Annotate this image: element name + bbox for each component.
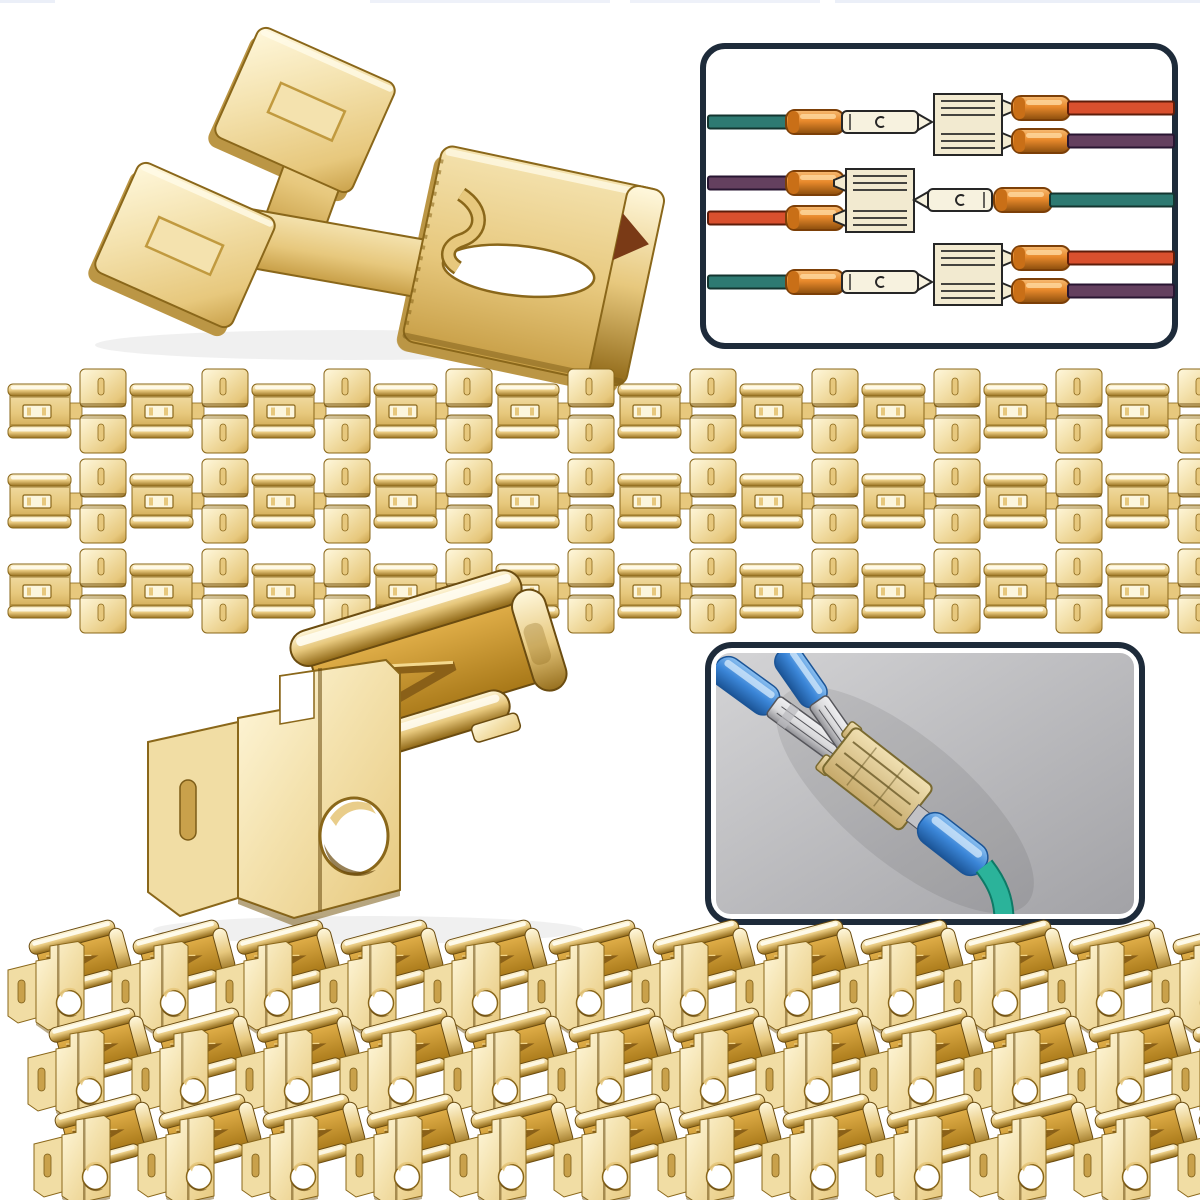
flat-terminal-grid bbox=[7, 368, 1200, 634]
flat-terminal-unit bbox=[861, 458, 981, 544]
flat-terminal-unit bbox=[861, 368, 981, 454]
flat-terminal-unit bbox=[617, 368, 737, 454]
hero1-tab-upper bbox=[214, 26, 396, 194]
male-spade-terminal bbox=[841, 110, 935, 134]
flat-terminal-unit bbox=[129, 368, 249, 454]
flat-terminal-unit bbox=[7, 368, 127, 454]
orange-crimp bbox=[785, 170, 845, 196]
flat-terminal-unit bbox=[251, 368, 371, 454]
flat-terminal-unit bbox=[1105, 548, 1200, 634]
purple-wire bbox=[1067, 133, 1175, 149]
flat-terminal-unit bbox=[7, 548, 127, 634]
male-spade-terminal bbox=[841, 270, 935, 294]
flat-terminal-unit bbox=[1105, 458, 1200, 544]
piggyback-block bbox=[845, 168, 915, 233]
wiring-row bbox=[707, 168, 1175, 233]
blue-crimp-terminal-1 bbox=[716, 655, 854, 769]
red-wire bbox=[707, 210, 789, 226]
purple-wire bbox=[707, 175, 789, 191]
piggyback-block bbox=[933, 93, 1003, 156]
wiring-row bbox=[707, 93, 1175, 156]
product-photo-angled-clip-terminal bbox=[147, 569, 583, 944]
flat-terminal-unit bbox=[983, 548, 1103, 634]
red-wire bbox=[1067, 100, 1175, 116]
orange-crimp bbox=[1011, 95, 1071, 121]
purple-wire bbox=[1067, 283, 1175, 299]
flat-terminal-unit bbox=[739, 548, 859, 634]
flat-terminal-unit bbox=[373, 458, 493, 544]
wiring-row bbox=[707, 243, 1175, 306]
hero1-tab-lower bbox=[94, 161, 276, 329]
red-wire bbox=[1067, 250, 1175, 266]
flat-terminal-unit bbox=[739, 458, 859, 544]
inset1-rows bbox=[707, 93, 1175, 306]
orange-crimp bbox=[785, 269, 845, 295]
orange-crimp bbox=[1011, 128, 1071, 154]
application-photo-inset bbox=[705, 642, 1145, 925]
flat-terminal-unit bbox=[129, 548, 249, 634]
flat-terminal-unit bbox=[7, 458, 127, 544]
orange-crimp bbox=[1011, 278, 1071, 304]
flat-terminal-unit bbox=[983, 368, 1103, 454]
hero2-bracket-front bbox=[147, 658, 401, 926]
flat-terminal-unit bbox=[617, 458, 737, 544]
orange-crimp bbox=[785, 109, 845, 135]
flat-terminal-unit bbox=[373, 368, 493, 454]
teal-wire bbox=[707, 114, 789, 130]
flat-terminal-unit bbox=[251, 458, 371, 544]
hero1-receptacle bbox=[402, 145, 665, 387]
piggyback-block bbox=[933, 243, 1003, 306]
flat-terminal-unit bbox=[1105, 368, 1200, 454]
teal-wire bbox=[707, 274, 789, 290]
orange-crimp bbox=[993, 187, 1053, 213]
flat-terminal-unit bbox=[129, 458, 249, 544]
flat-terminal-unit bbox=[617, 548, 737, 634]
inset2-photo bbox=[716, 653, 1134, 914]
orange-crimp bbox=[1011, 245, 1071, 271]
flat-terminal-unit bbox=[495, 458, 615, 544]
wiring-diagram-inset bbox=[700, 43, 1178, 349]
male-spade-terminal bbox=[911, 188, 993, 212]
flat-terminal-unit bbox=[861, 548, 981, 634]
top-edge-marks bbox=[0, 0, 1200, 3]
orange-crimp bbox=[785, 205, 845, 231]
teal-wire bbox=[1049, 192, 1175, 208]
clip-terminal-grid bbox=[6, 915, 1200, 1200]
product-photo-flat-piggyback-terminal bbox=[88, 26, 665, 394]
flat-terminal-unit bbox=[983, 458, 1103, 544]
flat-terminal-unit bbox=[739, 368, 859, 454]
